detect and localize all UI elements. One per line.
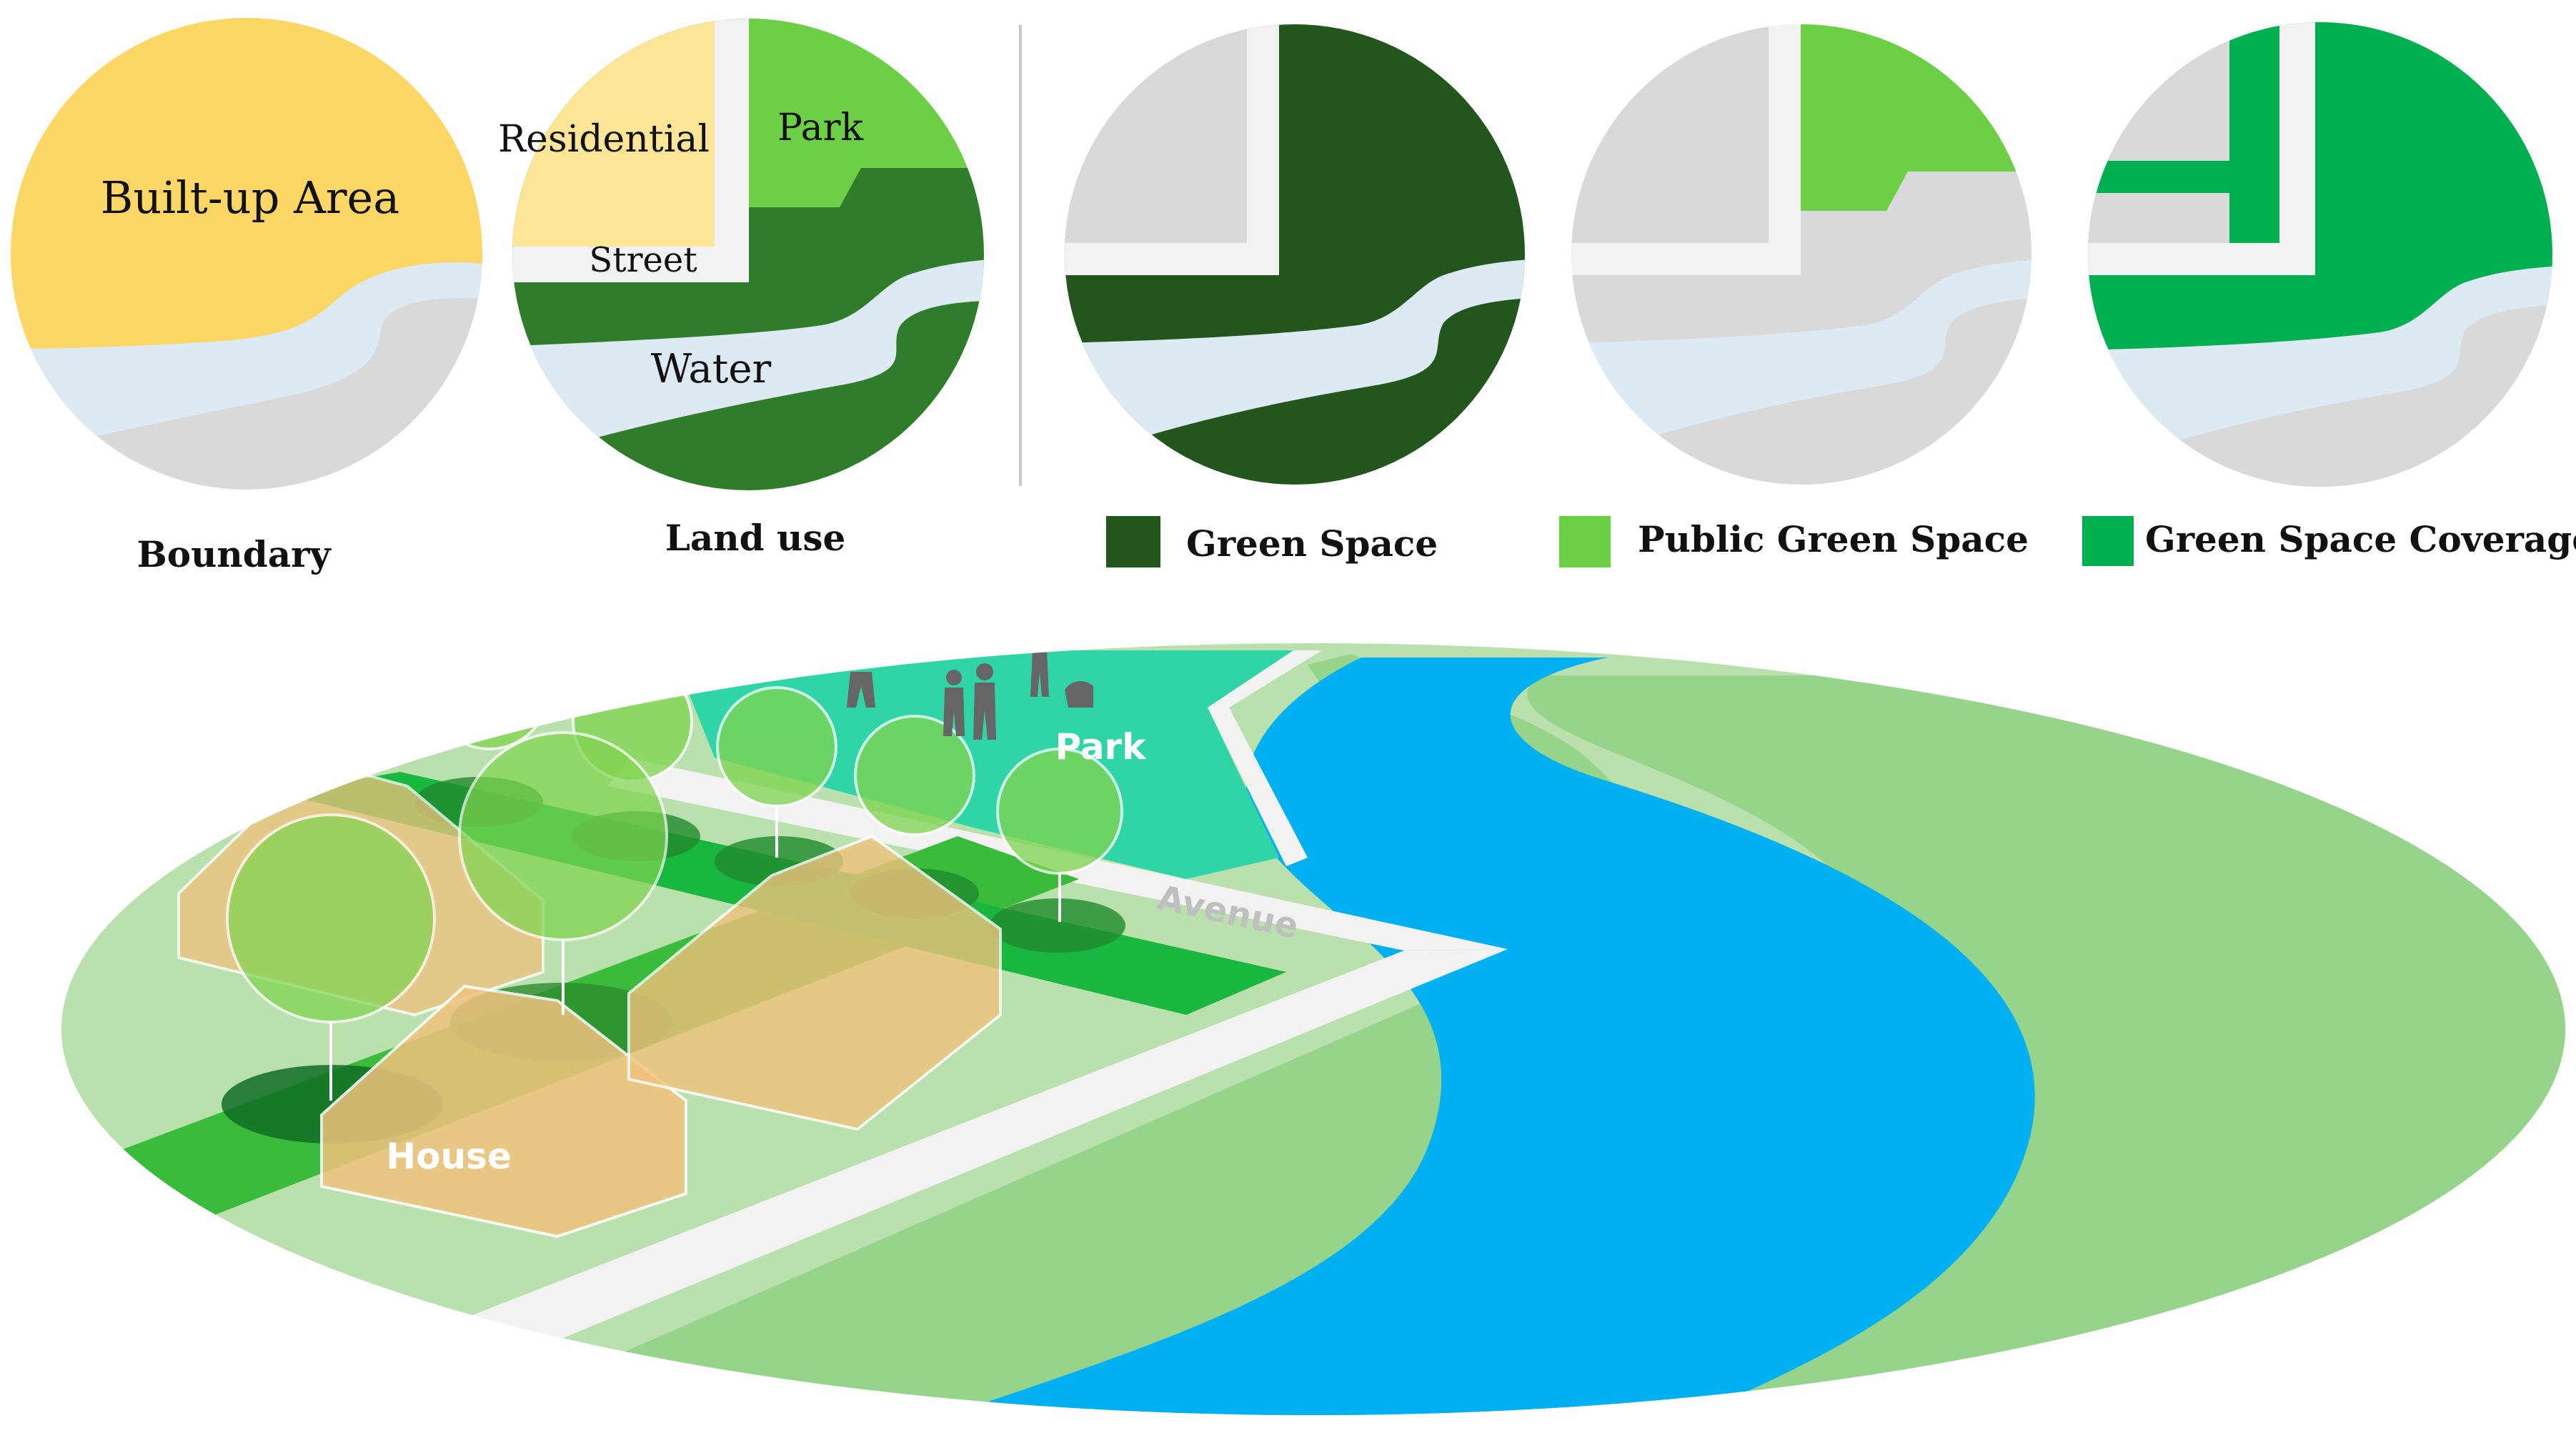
legend-swatch-green-space [1106, 516, 1160, 567]
tree-strip-lower [2229, 161, 2279, 243]
street-label: Street [589, 240, 697, 280]
residential-label: Residential [498, 118, 710, 161]
scene-park-label: Park [1055, 726, 1148, 768]
person-icon [946, 670, 962, 685]
legend-label-green-space-coverage: Green Space Coverage [2145, 518, 2576, 560]
river [829, 658, 2035, 1415]
tree [854, 715, 975, 836]
park-area [686, 650, 1293, 879]
street-horizontal [1571, 243, 1801, 275]
scene [61, 643, 2565, 1415]
water-band [11, 262, 482, 457]
person-icon [853, 653, 869, 669]
tree [716, 686, 837, 808]
street-horizontal [1065, 243, 1279, 275]
person-icon [973, 683, 996, 740]
water-river [1065, 257, 1525, 465]
tree-shadow [990, 898, 1125, 953]
other-area [2088, 22, 2229, 161]
house-middle [627, 834, 1002, 1131]
person-icon [976, 663, 993, 680]
street-vertical [715, 19, 749, 282]
legend-swatch-green-space-coverage [2082, 516, 2134, 566]
green-space-circle [1065, 24, 1525, 485]
boundary-circle [11, 18, 482, 490]
street-horizontal [2088, 243, 2315, 275]
legend-label-public-green-space: Public Green Space [1638, 518, 2029, 560]
water-river [512, 257, 984, 465]
other-area-lower [2088, 193, 2229, 243]
land-use-circle [512, 19, 984, 490]
legend-swatch-public-green-space [1559, 516, 1611, 567]
green-space-coverage-circle [2088, 22, 2552, 487]
built-up-area-label: Built-up Area [101, 172, 399, 224]
tree [429, 643, 550, 750]
tree [458, 731, 668, 941]
water-river [2088, 264, 2552, 472]
avenue-road [436, 949, 1508, 1358]
person-icon [943, 688, 965, 736]
public-green-space-circle [1571, 24, 2032, 485]
person-icon [847, 672, 875, 708]
legend: Green Space Public Green Space Green Spa… [1106, 516, 2576, 567]
other-area [1065, 24, 1247, 243]
person-icon [1030, 649, 1049, 697]
tree-strip [2229, 22, 2279, 161]
street-horizontal [512, 247, 749, 282]
land-use-caption: Land use [665, 517, 846, 559]
water-river [1571, 257, 2032, 465]
street-vertical [1247, 24, 1279, 275]
park-label: Park [777, 106, 864, 149]
tree [226, 813, 436, 1023]
person-icon [1033, 643, 1047, 647]
boundary-caption: Boundary [136, 533, 332, 575]
legend-label-green-space: Green Space [1186, 522, 1438, 565]
dog-icon [1065, 681, 1093, 708]
street-vertical [1769, 24, 1801, 275]
scene-house-label: House [386, 1136, 511, 1177]
built-up-area [11, 18, 482, 349]
water-label: Water [651, 346, 772, 392]
street-vertical [2279, 22, 2315, 275]
tree [996, 748, 1123, 875]
house-front [320, 984, 687, 1239]
